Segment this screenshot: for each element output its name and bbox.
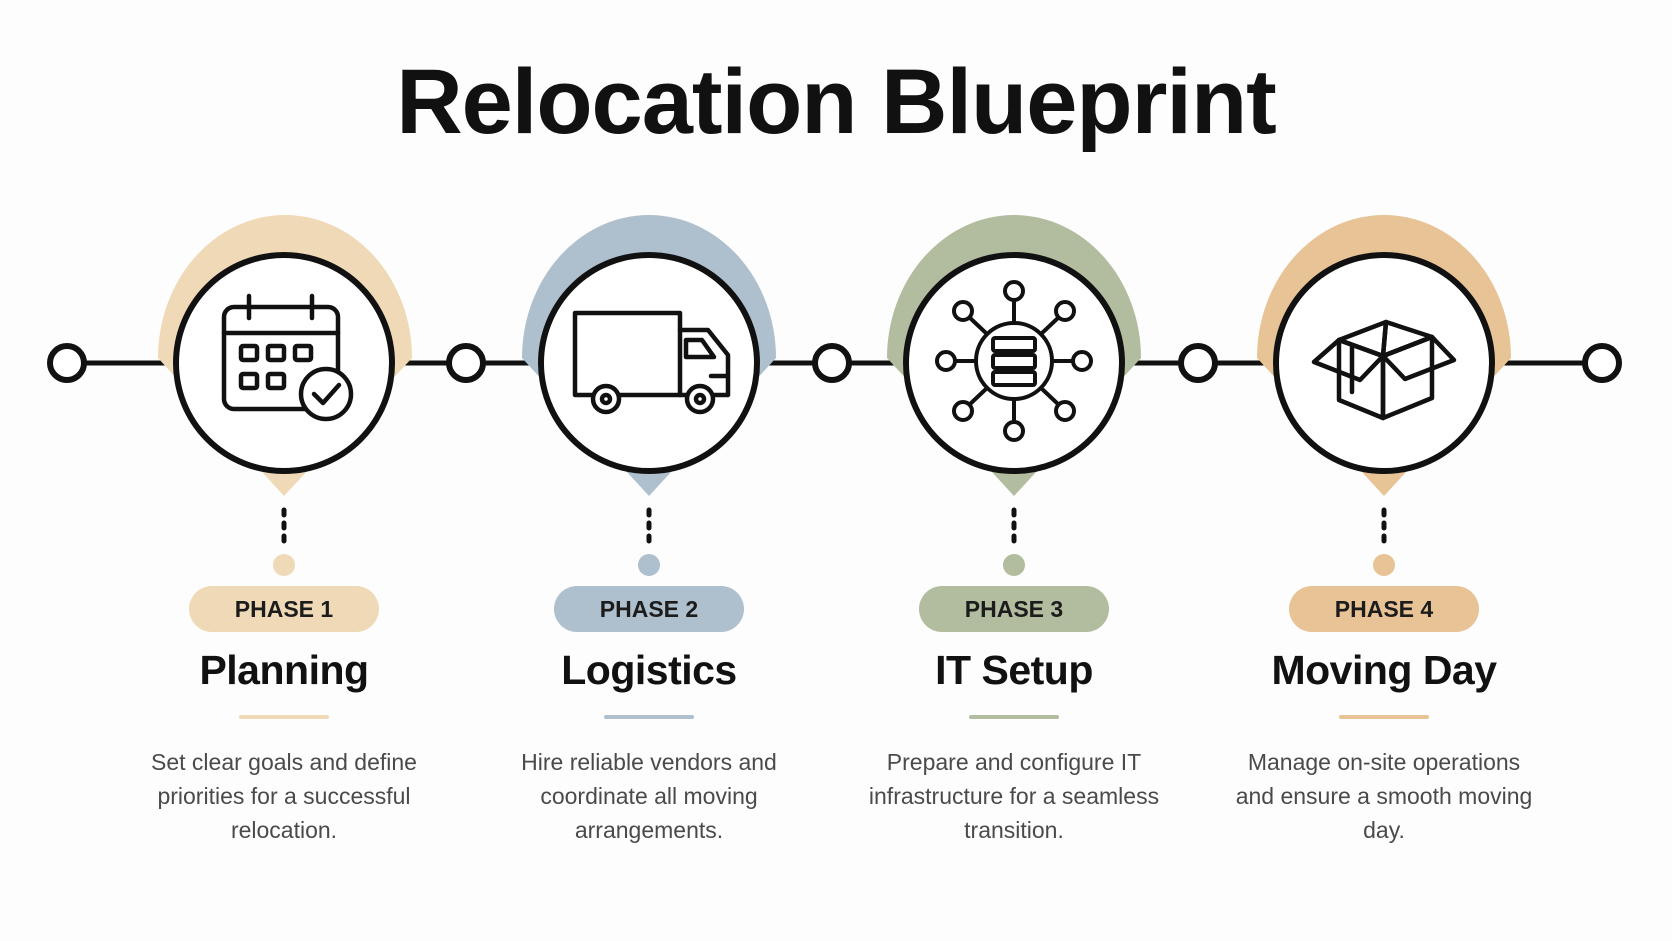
- phase-underline: [1339, 715, 1429, 720]
- phase-title: Planning: [199, 647, 369, 693]
- phase-card-4: PHASE 4 Moving Day Manage on-site operat…: [1219, 586, 1549, 847]
- phase-card-3: PHASE 3 IT Setup Prepare and configure I…: [849, 586, 1179, 847]
- open-box-icon: [1311, 319, 1457, 421]
- phase-title: Logistics: [561, 647, 737, 693]
- timeline-node: [1178, 343, 1218, 383]
- server-network-icon: [935, 280, 1093, 442]
- phase-tag: PHASE 4: [1289, 586, 1479, 632]
- phase-card-1: PHASE 1 Planning Set clear goals and def…: [119, 586, 449, 847]
- phase-description: Hire reliable vendors and coordinate all…: [521, 749, 777, 844]
- phase-tag: PHASE 3: [919, 586, 1109, 632]
- phase-underline: [239, 715, 329, 720]
- phase-underline: [969, 715, 1059, 720]
- timeline-node: [812, 343, 852, 383]
- phase-description: Set clear goals and define priorities fo…: [151, 749, 417, 844]
- timeline-node-start: [47, 343, 87, 383]
- phase-marker-3: [887, 215, 1141, 576]
- phase-marker-4: [1257, 215, 1511, 576]
- phase-title: IT Setup: [935, 647, 1093, 693]
- phase-marker-1: [158, 215, 412, 576]
- phase-description: Manage on-site operations and ensure a s…: [1235, 749, 1533, 844]
- phase-description: Prepare and configure IT infrastructure …: [868, 749, 1160, 844]
- timeline-node-end: [1582, 343, 1622, 383]
- page-title: Relocation Blueprint: [396, 51, 1277, 153]
- phase-tag: PHASE 2: [554, 586, 744, 632]
- timeline-node: [446, 343, 486, 383]
- phase-card-2: PHASE 2 Logistics Hire reliable vendors …: [484, 586, 814, 847]
- calendar-check-icon: [221, 293, 354, 422]
- phase-underline: [604, 715, 694, 720]
- phase-tag: PHASE 1: [189, 586, 379, 632]
- phase-title: Moving Day: [1271, 647, 1497, 693]
- truck-icon: [572, 310, 731, 415]
- phase-marker-2: [522, 215, 776, 576]
